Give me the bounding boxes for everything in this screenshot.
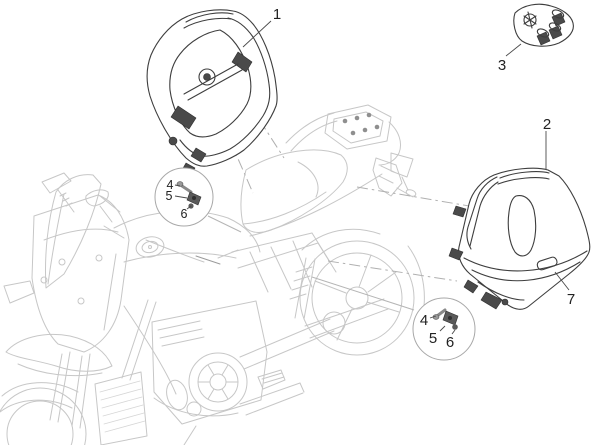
fastener-icons-left — [174, 181, 202, 210]
bracket-clip — [523, 11, 537, 29]
fastener-icons-right — [429, 308, 459, 335]
case-right-latch — [480, 291, 503, 310]
bracket-screws — [536, 9, 566, 46]
callout-6-right[interactable]: 6 — [446, 334, 454, 351]
case-left-latch-top — [231, 51, 253, 73]
callout-labels: 1 2 3 7 — [242, 6, 575, 308]
rear-wheel — [299, 240, 415, 356]
mirror — [41, 172, 72, 194]
passenger-peg-bracket — [372, 157, 414, 198]
windscreen — [45, 174, 102, 289]
case-right-trim-slot — [536, 256, 558, 271]
tail-light — [390, 152, 414, 178]
rider-footpeg — [257, 369, 286, 390]
fuel-cap — [135, 236, 165, 258]
callout-2[interactable]: 2 — [543, 116, 551, 133]
callout-4-left[interactable]: 4 — [167, 178, 174, 192]
seat — [240, 149, 348, 233]
callout-4-right[interactable]: 4 — [420, 312, 428, 329]
callout-5-left[interactable]: 5 — [166, 189, 173, 203]
part-side-case-left[interactable] — [146, 9, 278, 176]
part-side-case-right[interactable] — [448, 167, 591, 310]
mounting-axis-lines — [207, 101, 488, 311]
part-bracket-kit[interactable] — [513, 3, 574, 47]
winglet — [3, 280, 35, 304]
callout-3[interactable]: 3 — [498, 57, 506, 74]
engine — [151, 300, 268, 425]
motorcycle-illustration — [0, 104, 425, 445]
callout-6-left[interactable]: 6 — [181, 207, 188, 221]
case-left-latch-bottom — [170, 105, 197, 130]
side-fairing — [31, 194, 130, 353]
callout-5-right[interactable]: 5 — [429, 330, 437, 347]
front-fender — [5, 333, 113, 372]
callout-7[interactable]: 7 — [567, 291, 575, 308]
fastener-balloon-right[interactable]: 4 5 6 — [412, 297, 476, 361]
callout-1[interactable]: 1 — [273, 6, 281, 23]
fastener-balloon-left[interactable]: 4 5 6 — [154, 167, 214, 227]
luggage-rack — [324, 104, 392, 150]
fuel-tank — [113, 210, 261, 253]
radiator — [94, 371, 148, 445]
